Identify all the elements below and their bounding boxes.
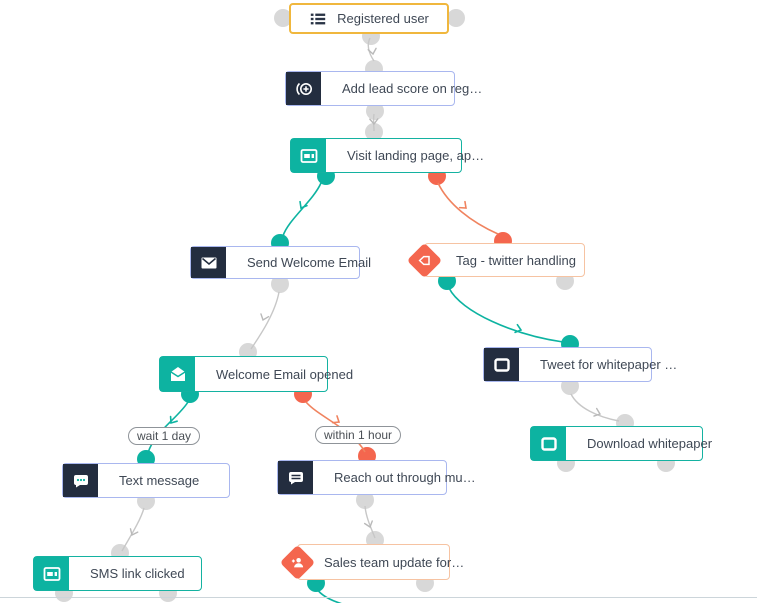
edge-line	[570, 393, 620, 422]
node-label: Add lead score on reg…	[342, 81, 483, 96]
arrow-icon	[331, 415, 341, 424]
node-sales-team-update[interactable]: Sales team update for…	[279, 544, 464, 581]
edge-line-yes	[316, 588, 343, 603]
arrow-icon	[367, 47, 377, 56]
node-label: Text message	[119, 473, 200, 488]
arrow-icon	[458, 200, 467, 209]
node-add-lead-score[interactable]: Add lead score on reg…	[285, 71, 482, 106]
arrow-icon	[169, 415, 178, 425]
node-welcome-email-opened[interactable]: Welcome Email opened	[159, 356, 353, 392]
node-label: Visit landing page, ap…	[347, 148, 485, 163]
tag-icon	[417, 253, 432, 268]
edge-arrows	[129, 47, 602, 537]
edge-line-yes	[282, 182, 322, 237]
node-label: Tag - twitter handling	[456, 252, 576, 268]
edge-line	[250, 291, 280, 350]
edge-line	[364, 505, 376, 539]
edge-line-yes	[147, 401, 189, 454]
edge-line-no	[305, 401, 366, 453]
edge-label-within[interactable]: within 1 hour	[315, 426, 402, 444]
anchor-dot[interactable]	[366, 102, 384, 120]
condition-diamond	[279, 544, 316, 581]
node-text-message[interactable]: Text message	[62, 463, 230, 498]
node-tweet-whitepaper[interactable]: Tweet for whitepaper …	[483, 347, 677, 382]
node-visit-landing-page[interactable]: Visit landing page, ap…	[290, 138, 484, 173]
node-label: SMS link clicked	[90, 566, 185, 581]
edge-line-yes	[448, 287, 564, 343]
points-icon	[286, 72, 321, 105]
node-label: Tweet for whitepaper …	[540, 357, 678, 372]
anchor-dot[interactable]	[356, 491, 374, 509]
arrow-icon	[129, 528, 139, 537]
edges	[121, 37, 620, 603]
node-download-whitepaper[interactable]: Download whitepaper	[530, 426, 712, 461]
node-label: Sales team update for…	[324, 554, 465, 570]
node-registered-user[interactable]: Registered user	[289, 3, 449, 34]
node-label: Welcome Email opened	[216, 366, 354, 382]
card-icon	[531, 427, 566, 460]
anchor-dot[interactable]	[365, 123, 383, 141]
email-open-icon	[160, 357, 195, 391]
arrow-icon	[299, 200, 308, 210]
node-send-welcome-email[interactable]: Send Welcome Email	[190, 246, 371, 279]
anchor-dot[interactable]	[271, 275, 289, 293]
node-sms-link-clicked[interactable]: SMS link clicked	[33, 556, 202, 591]
anchor-dot[interactable]	[274, 9, 292, 27]
edge-label-wait[interactable]: wait 1 day	[128, 427, 201, 445]
arrow-icon	[363, 520, 373, 529]
landing-page-icon	[291, 139, 326, 172]
arrow-icon	[260, 313, 270, 322]
node-label: Reach out through mu…	[334, 470, 476, 485]
anchor-dot[interactable]	[447, 9, 465, 27]
edge-line-no	[437, 182, 499, 235]
canvas-bottom-rule	[0, 597, 757, 598]
node-tag-twitter[interactable]: Tag - twitter handling	[406, 242, 585, 279]
node-label: Registered user	[337, 11, 429, 26]
condition-diamond	[406, 242, 443, 279]
arrow-icon	[593, 407, 602, 417]
list-icon	[309, 10, 327, 28]
node-label: Download whitepaper	[587, 436, 713, 451]
node-label: Send Welcome Email	[247, 255, 372, 270]
message-lines-icon	[278, 461, 313, 494]
arrow-icon	[369, 118, 379, 126]
email-icon	[191, 247, 226, 278]
arrow-icon	[514, 323, 523, 334]
card-icon	[484, 348, 519, 381]
sms-bubble-icon	[63, 464, 98, 497]
landing-page-icon	[34, 557, 69, 590]
edge-line	[121, 507, 145, 552]
user-add-icon	[290, 555, 305, 570]
node-reach-out[interactable]: Reach out through mu…	[277, 460, 476, 495]
